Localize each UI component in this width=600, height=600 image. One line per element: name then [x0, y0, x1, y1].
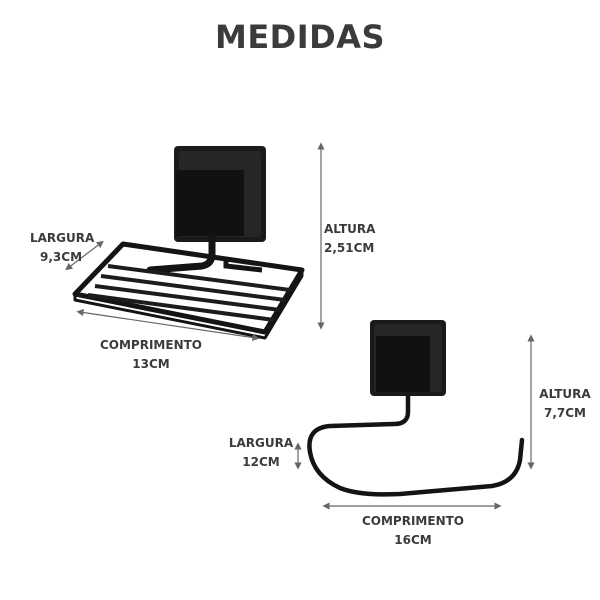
- towel-holder-altura-title: ALTURA: [539, 387, 591, 401]
- soap-dish-comprimento-label: COMPRIMENTO 13CM: [96, 336, 206, 374]
- towel-holder-comprimento-title: COMPRIMENTO: [361, 514, 465, 528]
- soap-dish-largura-label: LARGURA 9,3CM: [30, 229, 94, 267]
- towel-holder-comprimento-label: COMPRIMENTO 16CM: [358, 512, 468, 550]
- soap-dish-comprimento-arrow: [76, 308, 260, 342]
- soap-dish-altura-value: 2,51CM: [324, 241, 375, 255]
- soap-dish-altura-label: ALTURA 2,51CM: [324, 220, 375, 258]
- soap-dish-largura-arrow: [65, 240, 104, 271]
- towel-holder-comprimento-value: 16CM: [394, 533, 432, 547]
- soap-dish-comprimento-title: COMPRIMENTO: [99, 338, 203, 352]
- soap-dish-altura-title: ALTURA: [324, 222, 376, 236]
- towel-holder-largura-value: 12CM: [242, 455, 280, 469]
- soap-dish-largura-value: 9,3CM: [40, 250, 83, 264]
- soap-dish-largura-title: LARGURA: [30, 231, 95, 245]
- towel-holder-altura-value: 7,7CM: [543, 406, 586, 420]
- soap-dish-comprimento-value: 13CM: [132, 357, 170, 371]
- soap-dish-image: [72, 146, 305, 340]
- towel-holder-largura-label: LARGURA 12CM: [226, 434, 296, 472]
- towel-holder-largura-title: LARGURA: [228, 436, 294, 450]
- towel-holder-altura-label: ALTURA 7,7CM: [534, 385, 596, 423]
- towel-holder-image: [307, 320, 525, 497]
- page-title: MEDIDAS: [214, 18, 386, 56]
